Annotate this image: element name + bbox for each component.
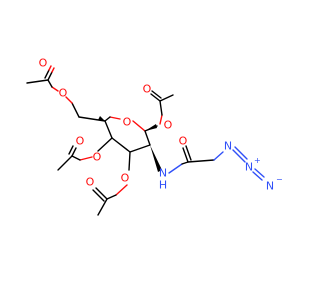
atom-labels: O O O O O O O O O N H O N N + N − [39,57,283,193]
label-amide-carbonyl-oxygen: O [179,135,188,148]
bond-carbonyl-o-1 [182,147,189,163]
bond-n2-n3-double [254,168,265,178]
bond-carbonyl-2 [68,145,74,155]
bond-acyl-methyl [97,198,108,216]
ring-bond-c3-c2 [129,144,151,153]
bond-n1-n2-double [234,146,248,160]
ring-bond-c5-c4 [104,120,113,139]
ring-bond-o-c5 [109,116,121,120]
bond-acyl-c [71,155,81,161]
label-azide-n3: N [266,180,274,193]
bond-carbonyl-1 [95,187,108,200]
ring-bond-c4-c3 [111,137,131,153]
azidoacetamide-group [150,145,265,181]
bond-c6-o-red [65,96,73,104]
label-azide-n2-charge: + [254,156,261,165]
label-c3-carbonyl-oxygen: O [86,176,95,189]
ring-bond-c5-stub [104,116,111,122]
label-c3-ester-oxygen: O [121,172,130,185]
bond-c3-o [128,151,131,171]
wedge-c5 [98,116,105,121]
bond-carbonyl-red-1 [51,67,55,73]
bond-acyl-methyl [159,94,174,102]
bond-c6-o [71,102,80,118]
pyranose-ring [104,116,151,153]
c6-acetate [26,65,106,122]
bond-ch2 [187,159,215,163]
bond-acyl-methyl [26,79,49,84]
label-c6-carbonyl-oxygen: O [39,57,48,70]
label-azide-n1: N [224,140,232,153]
bond-acyl-methyl [57,155,73,171]
bond-carbonyl-1 [150,93,161,102]
bond-o-acyl [115,184,128,196]
c4-acetate [57,137,113,171]
ring-bond-c2-c1 [144,130,151,146]
bond-n-carbonyl [168,163,183,174]
c1-acetate [144,90,174,132]
label-c1-carbonyl-oxygen: O [143,83,152,96]
bond-acyl-c [47,79,53,88]
label-azide-n3-charge: − [276,175,283,184]
label-azide-n2: N [245,161,253,174]
bond-carbonyl-c [181,161,189,165]
label-c6-ester-oxygen: O [59,87,68,100]
bond-o-acyl [159,114,163,125]
bond-carbonyl-1 [71,147,77,157]
bond-carbonyl-1 [47,71,53,81]
ring-bond-c1-o [132,120,146,132]
bond-carbonyl-red-2 [48,65,52,71]
label-ring-oxygen: O [123,116,132,129]
bond-o-acyl [79,156,93,161]
bond-n2-n3 [252,171,263,181]
label-amide-nitrogen: N [159,167,167,180]
bond-acyl-c [159,100,163,116]
bond-carbonyl-2 [92,189,105,202]
c3-acetate [92,151,131,216]
label-c4-carbonyl-oxygen: O [76,135,85,148]
bond-carbonyl-2 [44,69,50,79]
molecule-diagram: O O O O O O O O O N H O N N + N − [26,57,283,216]
bond-c4-o [97,137,113,152]
bond-acyl-c [106,194,117,200]
label-amide-hydrogen: H [159,179,167,192]
structure-svg: O O O O O O O O O N H O N N + N − [26,57,283,216]
label-c1-ester-oxygen: O [164,119,173,132]
bond-o-acyl [51,86,59,92]
wedge-c1 [145,124,157,131]
bond-ch2-n [213,151,224,161]
bond-carbonyl-2 [151,90,162,99]
wedge-c2 [150,145,162,172]
label-c4-ester-oxygen: O [93,151,102,164]
bond-n1-n2 [232,149,246,163]
bond-carbonyl-o-2 [185,145,192,161]
